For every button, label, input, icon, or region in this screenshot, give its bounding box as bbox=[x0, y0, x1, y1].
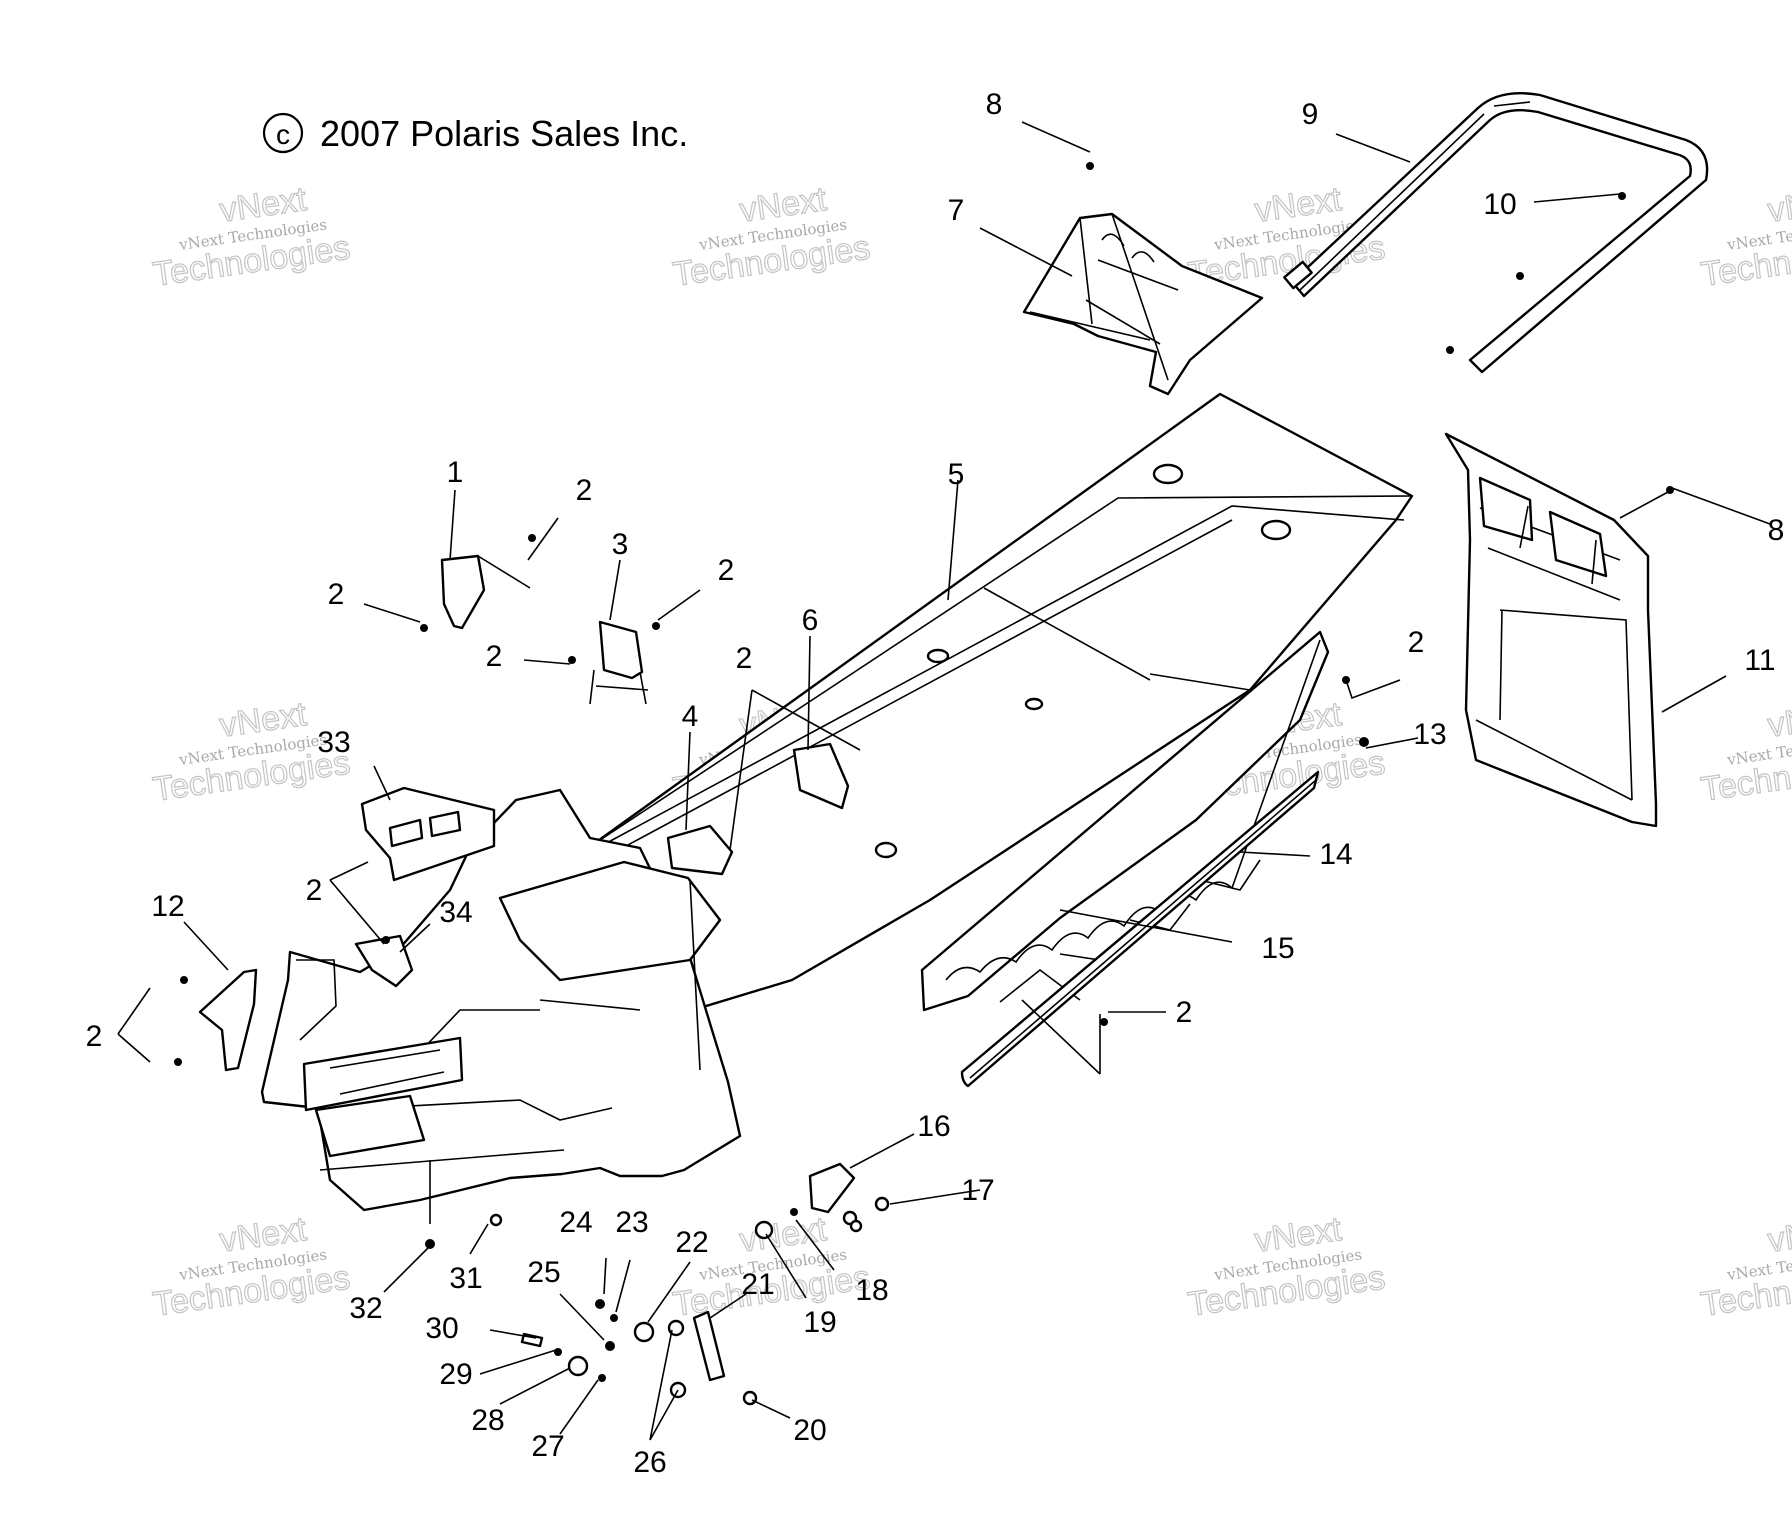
callout-18: 18 bbox=[855, 1274, 888, 1307]
callout-29: 29 bbox=[439, 1358, 472, 1391]
watermark: vNext vNext Technologies Technologies bbox=[1698, 694, 1792, 809]
bracket-4-part bbox=[666, 824, 734, 876]
bracket-3-part bbox=[589, 620, 649, 705]
watermark: vNext vNext Technologies Technologies bbox=[1185, 1209, 1388, 1324]
callout-11: 11 bbox=[1744, 644, 1775, 677]
callout-9: 9 bbox=[1302, 98, 1319, 131]
watermark: vNext vNext Technologies Technologies bbox=[1698, 179, 1792, 294]
callout-32: 32 bbox=[349, 1292, 382, 1325]
callout-12: 12 bbox=[151, 890, 184, 923]
copyright-notice: c 2007 Polaris Sales Inc. bbox=[262, 112, 688, 154]
callout-28: 28 bbox=[471, 1404, 504, 1437]
watermark: vNext vNext Technologies Technologies bbox=[150, 179, 353, 294]
callout-2: 2 bbox=[736, 642, 753, 675]
callout-8: 8 bbox=[986, 88, 1003, 121]
watermark: vNext vNext Technologies Technologies bbox=[150, 1209, 353, 1324]
callout-2: 2 bbox=[718, 554, 735, 587]
callout-2: 2 bbox=[576, 474, 593, 507]
svg-text:vNext: vNext bbox=[1765, 695, 1792, 745]
callout-3: 3 bbox=[612, 528, 629, 561]
watermark: vNext vNext Technologies Technologies bbox=[1698, 1209, 1792, 1324]
callout-2: 2 bbox=[1408, 626, 1425, 659]
callout-19: 19 bbox=[803, 1306, 836, 1339]
rail-part bbox=[960, 770, 1320, 1088]
callout-13: 13 bbox=[1413, 718, 1446, 751]
link-21-part bbox=[692, 1310, 726, 1382]
callout-10: 10 bbox=[1483, 188, 1516, 221]
copyright-text: 2007 Polaris Sales Inc. bbox=[320, 113, 688, 154]
callout-labels: 1 2 2 2 2 2 2 2 2 2 3 4 5 6 7 8 8 9 10 1… bbox=[86, 88, 1785, 1479]
snow-flap-part bbox=[1444, 432, 1658, 828]
svg-text:vNext: vNext bbox=[1765, 180, 1792, 230]
rear-bumper-part bbox=[1283, 92, 1709, 374]
svg-text:vNext: vNext bbox=[1765, 1210, 1792, 1260]
bracket-16-part bbox=[808, 1162, 856, 1214]
callout-14: 14 bbox=[1319, 838, 1352, 871]
bracket-33-part bbox=[360, 786, 496, 882]
callout-7: 7 bbox=[948, 194, 965, 227]
bracket-34-part bbox=[354, 934, 414, 988]
chassis-part bbox=[260, 788, 742, 1212]
watermark: vNext vNext Technologies Technologies bbox=[670, 179, 873, 294]
callout-33: 33 bbox=[317, 726, 350, 759]
bracket-6-part bbox=[792, 742, 850, 810]
callout-21: 21 bbox=[741, 1268, 774, 1301]
callout-20: 20 bbox=[793, 1414, 826, 1447]
callout-8: 8 bbox=[1768, 514, 1785, 547]
callout-4: 4 bbox=[682, 700, 699, 733]
watermark-group: vNext vNext Technologies Technologies vN… bbox=[150, 179, 1792, 1324]
watermark: vNext vNext Technologies Technologies bbox=[670, 1209, 873, 1324]
callout-2: 2 bbox=[328, 578, 345, 611]
callout-22: 22 bbox=[675, 1226, 708, 1259]
bracket-1-part bbox=[440, 554, 531, 630]
callout-2: 2 bbox=[1176, 996, 1193, 1029]
callout-2: 2 bbox=[86, 1020, 103, 1053]
hardware-group bbox=[174, 162, 1674, 1406]
callout-16: 16 bbox=[917, 1110, 950, 1143]
callout-15: 15 bbox=[1261, 932, 1294, 965]
callout-31: 31 bbox=[449, 1262, 482, 1295]
callout-26: 26 bbox=[633, 1446, 666, 1479]
copyright-circle-icon bbox=[262, 112, 304, 154]
callout-17: 17 bbox=[961, 1174, 994, 1207]
callout-6: 6 bbox=[802, 604, 819, 637]
callout-27: 27 bbox=[531, 1430, 564, 1463]
callout-24: 24 bbox=[559, 1206, 592, 1239]
callout-2: 2 bbox=[306, 874, 323, 907]
callout-2: 2 bbox=[486, 640, 503, 673]
copyright-symbol: c bbox=[276, 119, 290, 150]
bracket-12-part bbox=[198, 968, 258, 1072]
callout-34: 34 bbox=[439, 896, 472, 929]
seat-bracket-part bbox=[1022, 212, 1264, 396]
leader-lines bbox=[117, 121, 1771, 1441]
callout-25: 25 bbox=[527, 1256, 560, 1289]
callout-23: 23 bbox=[615, 1206, 648, 1239]
callout-5: 5 bbox=[948, 458, 965, 491]
callout-30: 30 bbox=[425, 1312, 458, 1345]
callout-1: 1 bbox=[447, 456, 464, 489]
